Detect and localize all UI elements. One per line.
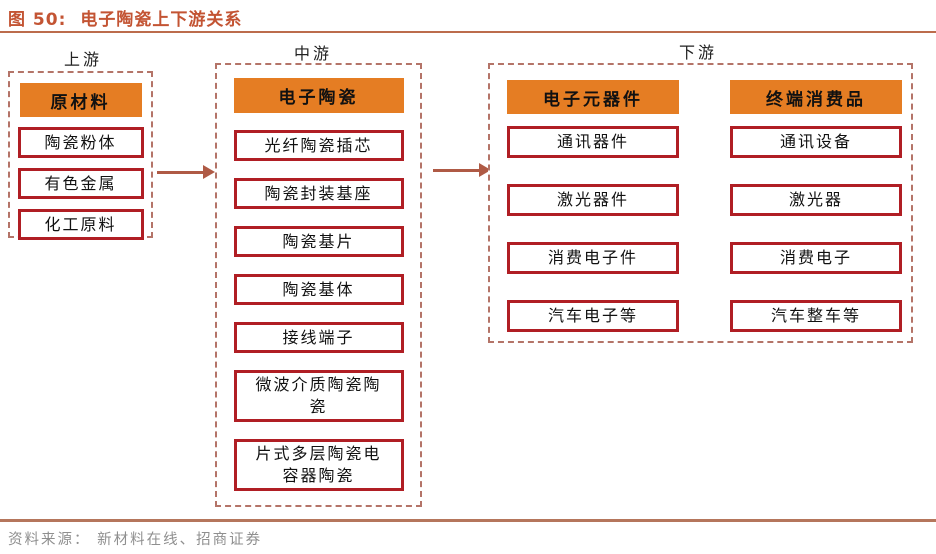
downstream-item-label: 通讯设备 bbox=[779, 132, 852, 151]
upstream-group: 原材料 陶瓷粉体 有色金属 化工原料 bbox=[8, 71, 153, 240]
bottom-divider bbox=[0, 519, 936, 522]
downstream-item-label: 通讯器件 bbox=[556, 132, 629, 151]
midstream-item-label: 光纤陶瓷插芯 bbox=[264, 135, 373, 155]
downstream-item: 消费电子 bbox=[730, 242, 902, 274]
flow-arrow-upstream-midstream bbox=[157, 165, 215, 179]
source-note: 资料来源： 新材料在线、招商证券 bbox=[8, 532, 263, 548]
downstream-item-label: 激光器件 bbox=[556, 190, 629, 209]
downstream-item-label: 消费电子 bbox=[779, 248, 852, 267]
downstream-item: 消费电子件 bbox=[507, 242, 679, 274]
title-divider bbox=[0, 31, 936, 33]
arrow-shaft bbox=[433, 168, 479, 172]
midstream-item-label: 接线端子 bbox=[282, 327, 355, 347]
figure-title: 电子陶瓷上下游关系 bbox=[80, 10, 243, 30]
downstream-item-label: 汽车整车等 bbox=[770, 306, 861, 325]
midstream-group: 电子陶瓷 光纤陶瓷插芯 陶瓷封装基座 陶瓷基片 陶瓷基体 接线端子 微波介质陶瓷… bbox=[215, 63, 422, 507]
downstream-item-label: 汽车电子等 bbox=[547, 306, 638, 325]
upstream-item-label: 有色金属 bbox=[44, 173, 117, 193]
stage-label-downstream: 下游 bbox=[678, 43, 717, 62]
upstream-header: 原材料 bbox=[19, 83, 142, 117]
midstream-item: 光纤陶瓷插芯 bbox=[233, 130, 404, 161]
downstream-item-label: 消费电子件 bbox=[547, 248, 638, 267]
stage-label-upstream: 上游 bbox=[63, 50, 102, 69]
midstream-item-label: 片式多层陶瓷电容器陶瓷 bbox=[255, 444, 382, 485]
midstream-item: 陶瓷封装基座 bbox=[233, 178, 404, 209]
midstream-item-label: 微波介质陶瓷陶瓷 bbox=[255, 375, 382, 416]
downstream-item: 激光器 bbox=[730, 184, 902, 216]
stage-label-midstream: 中游 bbox=[293, 44, 332, 63]
midstream-item: 陶瓷基片 bbox=[233, 226, 404, 257]
arrow-shaft bbox=[157, 170, 203, 174]
midstream-item: 陶瓷基体 bbox=[233, 274, 404, 305]
upstream-item-label: 陶瓷粉体 bbox=[44, 132, 117, 152]
downstream-item: 通讯设备 bbox=[730, 126, 902, 158]
upstream-item: 有色金属 bbox=[17, 168, 144, 199]
downstream-col1-header: 电子元器件 bbox=[507, 80, 679, 114]
midstream-item-label: 陶瓷封装基座 bbox=[264, 183, 373, 203]
midstream-item-label: 陶瓷基片 bbox=[282, 231, 355, 251]
downstream-item: 通讯器件 bbox=[507, 126, 679, 158]
downstream-item: 汽车整车等 bbox=[730, 300, 902, 332]
arrow-head-icon bbox=[203, 165, 215, 179]
downstream-item-label: 激光器 bbox=[788, 190, 843, 209]
upstream-item: 陶瓷粉体 bbox=[17, 127, 144, 158]
downstream-col2-header: 终端消费品 bbox=[730, 80, 902, 114]
midstream-header: 电子陶瓷 bbox=[233, 78, 404, 113]
upstream-item-label: 化工原料 bbox=[44, 214, 117, 234]
figure-title-row: 图 50: 电子陶瓷上下游关系 bbox=[8, 5, 242, 30]
figure-number: 图 50: bbox=[8, 10, 67, 30]
flow-arrow-midstream-downstream bbox=[433, 163, 491, 177]
midstream-item-label: 陶瓷基体 bbox=[282, 279, 355, 299]
upstream-item: 化工原料 bbox=[17, 209, 144, 240]
midstream-item: 接线端子 bbox=[233, 322, 404, 353]
downstream-item: 激光器件 bbox=[507, 184, 679, 216]
midstream-item: 片式多层陶瓷电容器陶瓷 bbox=[233, 439, 404, 491]
downstream-item: 汽车电子等 bbox=[507, 300, 679, 332]
downstream-group: 电子元器件 通讯器件 激光器件 消费电子件 汽车电子等 终端消费品 通讯设备 激… bbox=[488, 63, 913, 343]
midstream-item: 微波介质陶瓷陶瓷 bbox=[233, 370, 404, 422]
